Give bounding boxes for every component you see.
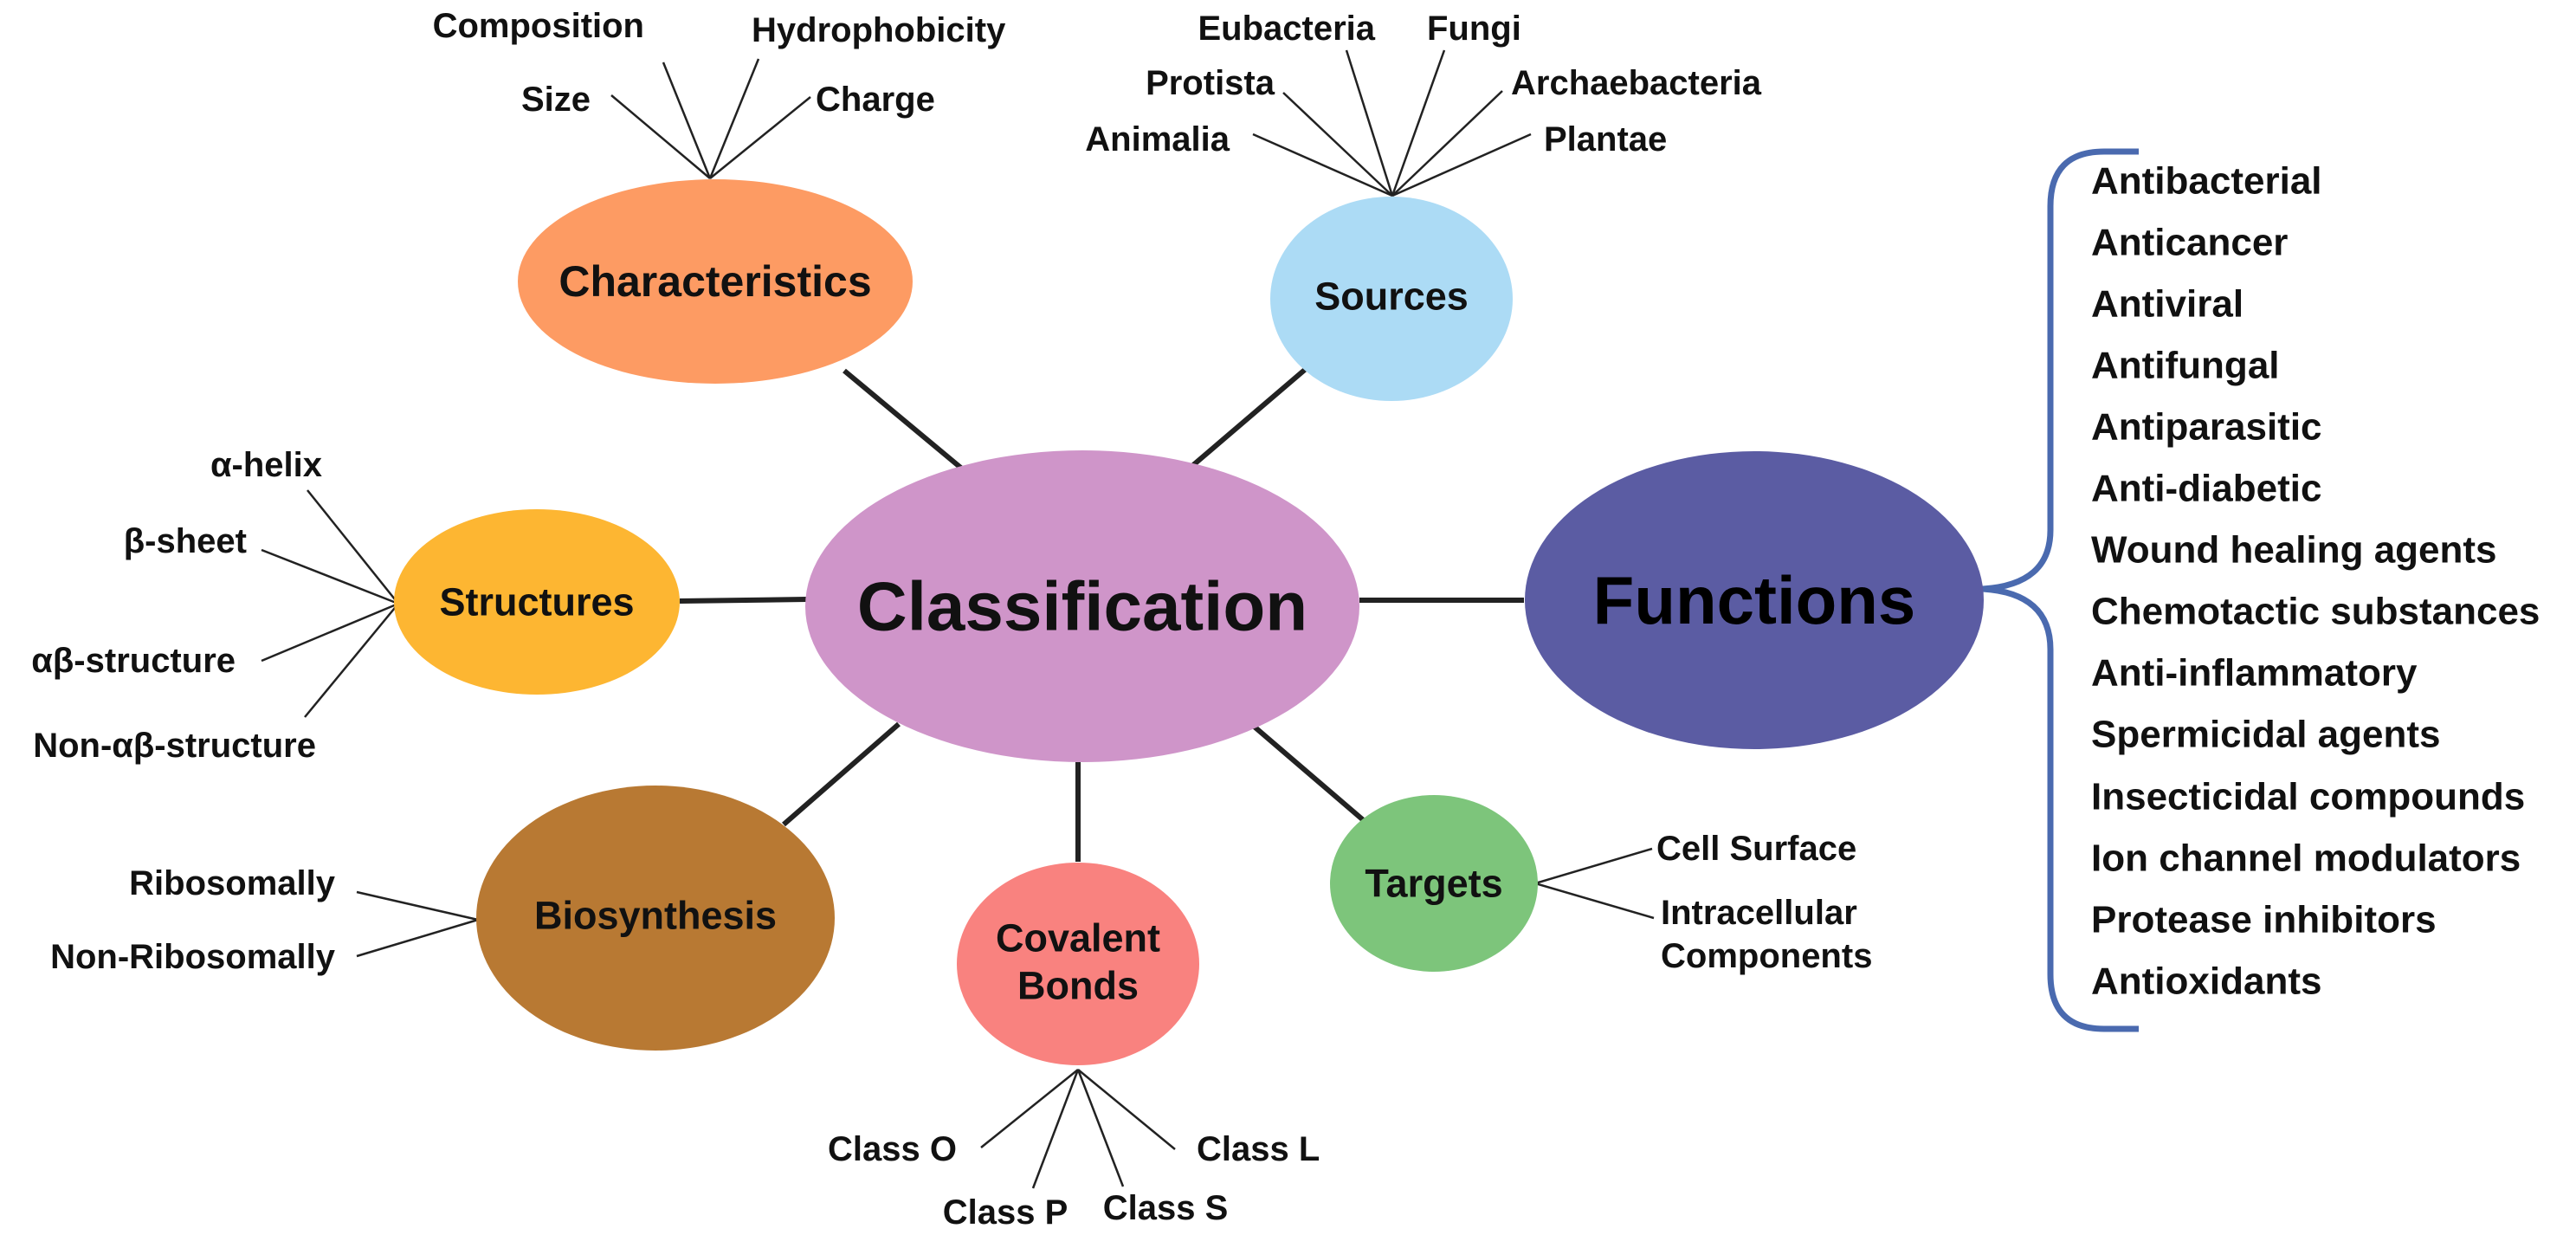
function-item: Wound healing agents [2091, 529, 2497, 572]
covalent-class-item: Class L [1197, 1130, 1320, 1168]
characteristics-label: Characteristics [558, 257, 871, 306]
function-item: Anticancer [2091, 222, 2288, 264]
spoke-fungi [1391, 49, 1446, 197]
function-item: Antibacterial [2091, 160, 2322, 203]
spoke-size [610, 94, 711, 179]
spoke-class-s [1076, 1069, 1125, 1187]
targets-node [1330, 795, 1538, 972]
covalent-label-line1: Covalent [996, 916, 1160, 960]
function-item: Chemotactic substances [2091, 591, 2540, 633]
spoke-alpha-helix [307, 489, 399, 605]
function-item: Ion channel modulators [2091, 837, 2521, 880]
target-item: Intracellular [1661, 894, 1857, 932]
connector-sources [1191, 361, 1314, 468]
functions-node [1525, 451, 1984, 749]
function-item: Anti-inflammatory [2091, 652, 2418, 695]
connector-structures [679, 597, 808, 604]
covalent-bonds-node [957, 863, 1199, 1065]
structures-label: Structures [439, 580, 634, 624]
characteristic-item: Composition [433, 7, 644, 45]
source-item: Protista [1146, 64, 1275, 102]
function-item: Spermicidal agents [2091, 714, 2440, 756]
characteristic-item: Hydrophobicity [752, 11, 1006, 49]
source-item: Animalia [1085, 120, 1230, 158]
characteristic-item: Size [521, 81, 591, 119]
biosynthesis-node [476, 786, 835, 1051]
spoke-beta-sheet [261, 548, 399, 605]
source-item: Fungi [1427, 10, 1521, 48]
functions-label: Functions [1593, 562, 1916, 638]
sources-label: Sources [1314, 275, 1469, 319]
connector-targets [1249, 721, 1368, 825]
spoke-class-p [1031, 1069, 1080, 1189]
spoke-class-l [1077, 1069, 1176, 1150]
classification-label: Classification [857, 568, 1307, 645]
spoke-plantae [1391, 133, 1532, 197]
targets-label: Targets [1365, 862, 1502, 906]
function-item: Anti-diabetic [2091, 468, 2321, 510]
spoke-ribosomally [356, 890, 479, 921]
source-item: Archaebacteria [1511, 64, 1762, 102]
covalent-class-item: Class O [828, 1130, 957, 1168]
characteristic-item: Charge [816, 81, 935, 119]
connector-biosynthesis [782, 721, 901, 827]
biosynthesis-label: Biosynthesis [534, 894, 777, 938]
spoke-charge [709, 96, 811, 179]
spoke-non-ab-structure [304, 603, 399, 718]
spoke-non-ribosomally [356, 918, 479, 958]
spoke-composition [662, 61, 712, 179]
target-item: Cell Surface [1656, 830, 1856, 868]
covalent-class-item: Class P [943, 1193, 1068, 1232]
biosynthesis-item: Ribosomally [129, 864, 336, 902]
covalent-label-line2: Bonds [1017, 964, 1139, 1008]
biosynthesis-item: Non-Ribosomally [50, 938, 336, 976]
spoke-protista [1282, 92, 1393, 197]
function-item: Antifungal [2091, 345, 2280, 387]
classification-node [805, 450, 1359, 762]
spoke-archaebacteria [1391, 90, 1503, 197]
structures-node [394, 509, 680, 695]
sources-node [1270, 197, 1513, 401]
spoke-ab-structure [261, 602, 399, 663]
function-item: Antioxidants [2091, 960, 2321, 1003]
spoke-lines [261, 49, 1655, 1189]
connector-lines [679, 361, 1524, 862]
spoke-eubacteria [1345, 49, 1394, 197]
function-item: Protease inhibitors [2091, 899, 2437, 941]
spoke-cell-surface [1534, 847, 1653, 885]
functions-list: Antibacterial Anticancer Antiviral Antif… [2091, 160, 2540, 1003]
spoke-hydrophobicity [708, 58, 760, 179]
structure-item: β-sheet [124, 522, 247, 560]
spoke-animalia [1252, 133, 1393, 197]
covalent-class-item: Class S [1103, 1189, 1229, 1227]
function-item: Antiparasitic [2091, 406, 2322, 449]
target-item: Components [1661, 937, 1872, 975]
structure-item: α-helix [210, 446, 322, 484]
source-item: Eubacteria [1198, 10, 1375, 48]
function-item: Insecticidal compounds [2091, 776, 2525, 818]
function-item: Antiviral [2091, 283, 2244, 326]
structure-item: αβ-structure [31, 642, 236, 680]
structure-item: Non-αβ-structure [33, 727, 316, 765]
characteristics-node [518, 179, 913, 384]
connector-characteristics [843, 368, 965, 472]
spoke-class-o [980, 1069, 1079, 1148]
source-item: Plantae [1544, 120, 1667, 158]
spoke-intracellular [1534, 882, 1655, 920]
